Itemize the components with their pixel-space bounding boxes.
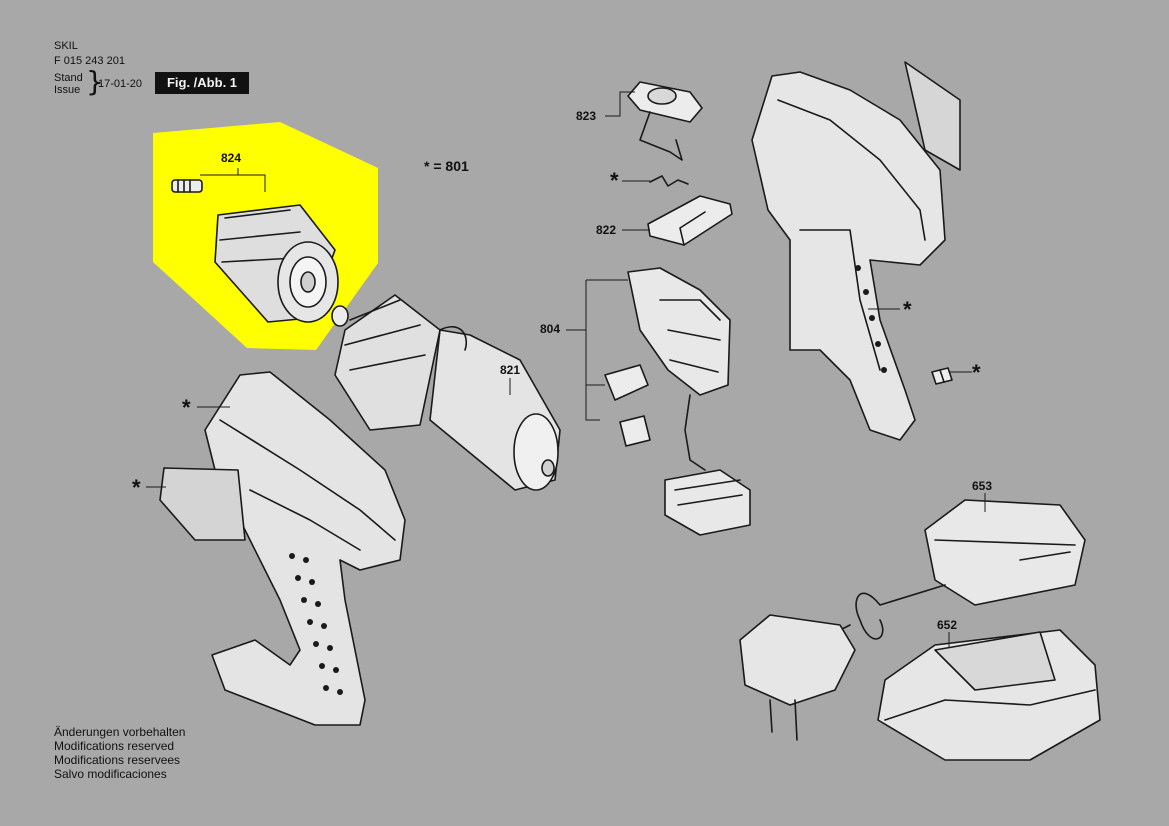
chuck-824 (214, 204, 339, 323)
switch-cap-823 (627, 81, 703, 161)
charger-plug (739, 614, 856, 741)
housing-half-right (751, 61, 961, 441)
screw-star (931, 367, 953, 385)
battery-653 (924, 499, 1086, 606)
brace-symbol: } (86, 65, 104, 98)
grip-dots (289, 265, 887, 695)
star-marker: * (132, 475, 141, 500)
part-label-821: 821 (500, 363, 521, 377)
spring-part (649, 175, 689, 187)
slider-822 (647, 195, 733, 246)
star-reference-note: * = 801 (424, 158, 469, 174)
leader-823 (605, 91, 635, 117)
switch-804 (604, 267, 751, 536)
figure-label: Fig. /Abb. 1 (155, 72, 249, 94)
part-label-804: 804 (540, 322, 561, 336)
part-label-822: 822 (596, 223, 617, 237)
legend-line-en: Modifications reserved (54, 739, 175, 753)
legend-line-fr: Modifications reservees (54, 753, 181, 767)
part-label-653: 653 (972, 479, 993, 493)
star-marker: * (903, 297, 912, 322)
brand-name: SKIL (54, 40, 78, 52)
legend-line-es: Salvo modificaciones (54, 767, 167, 781)
modifications-legend: Änderungen vorbehalten Modifications res… (54, 725, 185, 781)
part-label-823: 823 (576, 109, 597, 123)
star-marker: * (972, 360, 981, 385)
leader-804 (566, 279, 628, 421)
legend-line-de: Änderungen vorbehalten (54, 725, 186, 739)
star-marker: * (610, 168, 619, 193)
housing-half-left (159, 371, 406, 726)
issue-date: 17-01-20 (98, 78, 143, 90)
gearbox-motor-821 (331, 294, 561, 491)
charger-652 (877, 629, 1101, 761)
leader-824 (200, 168, 266, 192)
stand-label: Stand (54, 72, 83, 84)
issue-label: Issue (54, 84, 81, 96)
document-number: F 015 243 201 (54, 55, 125, 67)
part-label-652: 652 (937, 618, 958, 632)
part-label-824: 824 (221, 151, 242, 165)
screw-824 (171, 179, 203, 193)
star-marker: * (182, 395, 191, 420)
